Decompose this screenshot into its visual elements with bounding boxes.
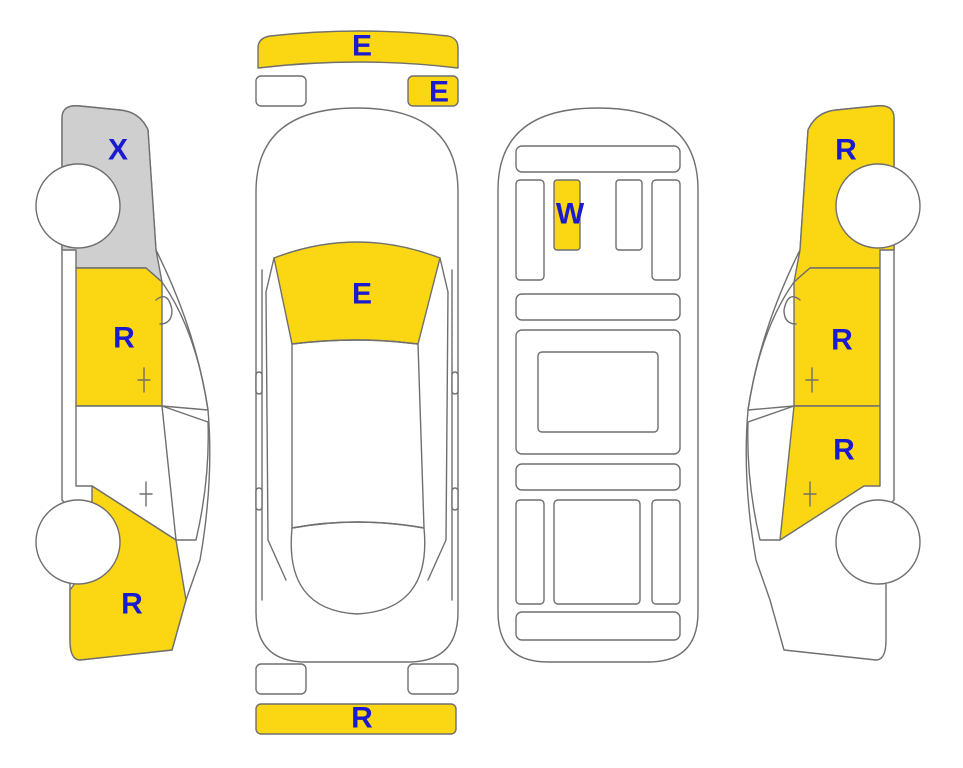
right-rear-handle-side bbox=[803, 481, 817, 507]
rear-bumper[interactable] bbox=[255, 703, 457, 735]
left-pillar-line bbox=[265, 257, 287, 581]
right-mirror bbox=[451, 371, 459, 395]
left-front-fender-label: X bbox=[108, 134, 128, 167]
left-front-door-label: R bbox=[113, 322, 135, 355]
left-side-view: X R R bbox=[35, 105, 211, 661]
roof-label: W bbox=[556, 198, 585, 231]
left-front-handle bbox=[137, 367, 151, 393]
left-rear-window bbox=[161, 405, 209, 541]
front-right-lamp-label: E bbox=[429, 76, 449, 109]
front-left-lamp[interactable] bbox=[255, 75, 307, 107]
floor-panel bbox=[651, 499, 681, 605]
right-front-wheel bbox=[835, 163, 921, 249]
right-rear-door[interactable] bbox=[779, 405, 881, 541]
left-front-wheel bbox=[35, 163, 121, 249]
left-rear-handle-side bbox=[139, 481, 153, 507]
left-mirror-side bbox=[155, 296, 173, 325]
left-front-window bbox=[161, 281, 209, 411]
right-rear-door-label: R bbox=[833, 434, 855, 467]
top-view-body bbox=[255, 107, 459, 663]
floor-panel bbox=[515, 499, 545, 605]
right-front-door[interactable] bbox=[793, 267, 881, 407]
floor-panel bbox=[615, 179, 643, 251]
floor-panel bbox=[651, 179, 681, 281]
rear-bumper-label: R bbox=[351, 702, 373, 735]
floor-panel bbox=[515, 145, 681, 173]
right-mirror-side bbox=[783, 296, 801, 325]
left-mirror bbox=[255, 371, 263, 395]
roof-panel[interactable] bbox=[553, 179, 581, 251]
front-right-lamp[interactable] bbox=[407, 75, 459, 107]
left-front-door[interactable] bbox=[75, 267, 163, 407]
floor-panel bbox=[553, 499, 641, 605]
rear-right-lamp[interactable] bbox=[407, 663, 459, 695]
floor-panel bbox=[515, 293, 681, 321]
right-rear-window bbox=[747, 405, 795, 541]
rear-left-lamp[interactable] bbox=[255, 663, 307, 695]
floor-panel bbox=[515, 179, 545, 281]
hood-label: E bbox=[352, 278, 372, 311]
right-front-handle bbox=[805, 367, 819, 393]
floor-view: W bbox=[497, 107, 699, 663]
right-side-view: R R R bbox=[745, 105, 921, 661]
left-rear-wheel bbox=[35, 499, 121, 585]
left-rear-quarter-label: R bbox=[121, 588, 143, 621]
rear-window bbox=[290, 521, 426, 615]
right-pillar-line bbox=[427, 257, 449, 581]
right-rear-wheel bbox=[835, 499, 921, 585]
floor-panel bbox=[537, 351, 659, 433]
right-front-window bbox=[747, 281, 795, 411]
floor-panel bbox=[515, 611, 681, 641]
right-rear-handle bbox=[451, 487, 459, 511]
right-front-fender-label: R bbox=[835, 134, 857, 167]
front-bumper[interactable] bbox=[257, 30, 459, 69]
top-view-car: E bbox=[255, 107, 459, 663]
front-bumper-label: E bbox=[352, 30, 372, 63]
floor-panel bbox=[515, 463, 681, 491]
right-front-door-label: R bbox=[831, 324, 853, 357]
left-rear-handle bbox=[255, 487, 263, 511]
